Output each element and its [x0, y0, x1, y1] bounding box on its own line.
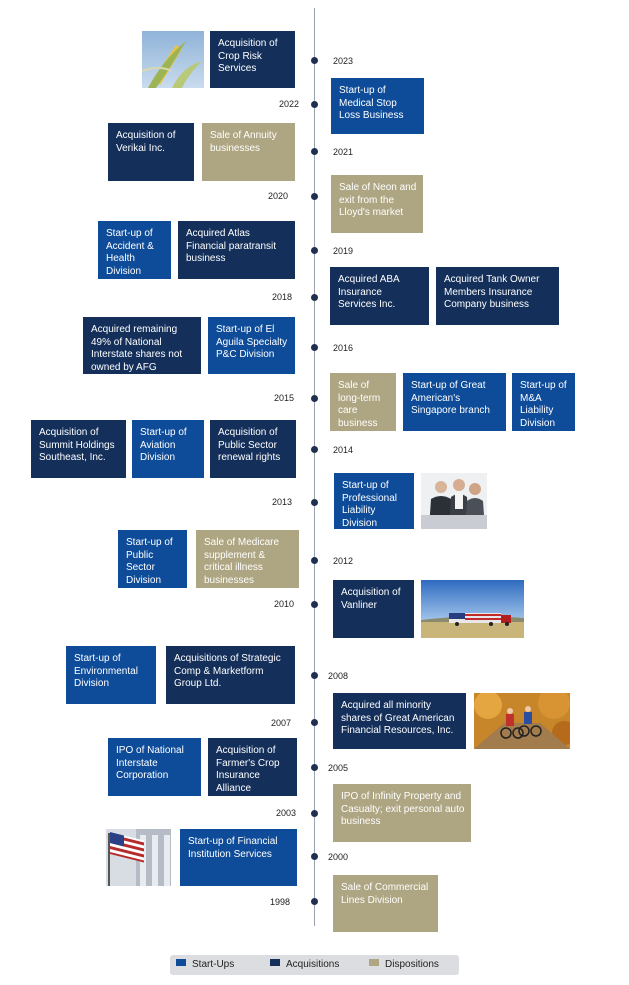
legend-item-dispositions: Dispositions — [369, 959, 439, 971]
corn-photo — [142, 31, 204, 88]
event-box-acq-6: Acquired Atlas Financial paratransit bus… — [178, 221, 295, 279]
timeline-dot-2000 — [311, 853, 318, 860]
business-meeting-photo — [421, 473, 487, 529]
legend-item-start-ups: Start-Ups — [176, 959, 234, 971]
event-box-acq-0: Acquisition of Crop Risk Services — [210, 31, 295, 88]
year-label-1998: 1998 — [270, 897, 291, 907]
year-label-2022: 2022 — [279, 99, 300, 109]
timeline-dot-2019 — [311, 247, 318, 254]
event-box-start-15: Start-up of Aviation Division — [132, 420, 204, 478]
event-box-disp-11: Sale of long-term care business — [330, 373, 396, 431]
event-box-start-1: Start-up of Medical Stop Loss Business — [331, 78, 424, 134]
event-box-disp-19: Sale of Medicare supplement & critical i… — [196, 530, 299, 588]
year-label-2005: 2005 — [328, 763, 349, 773]
timeline-dot-2003 — [311, 810, 318, 817]
event-box-acq-14: Acquisition of Summit Holdings Southeast… — [31, 420, 126, 478]
cyclists-photo — [474, 693, 570, 749]
timeline-dot-2008 — [311, 672, 318, 679]
event-box-acq-25: Acquisition of Farmer's Crop Insurance A… — [208, 738, 297, 796]
timeline-axis — [314, 8, 315, 926]
year-label-2015: 2015 — [274, 393, 295, 403]
timeline-dot-2023 — [311, 57, 318, 64]
year-label-2021: 2021 — [333, 147, 354, 157]
legend-swatch-start-ups — [176, 959, 186, 966]
event-box-disp-26: IPO of Infinity Property and Casualty; e… — [333, 784, 471, 842]
event-box-disp-3: Sale of Annuity businesses — [202, 123, 295, 181]
event-box-start-27: Start-up of Financial Institution Servic… — [180, 829, 297, 886]
timeline-dot-2005 — [311, 764, 318, 771]
year-label-2020: 2020 — [268, 191, 289, 201]
timeline-dot-2015 — [311, 395, 318, 402]
timeline-dot-2021 — [311, 148, 318, 155]
legend-swatch-dispositions — [369, 959, 379, 966]
event-box-start-17: Start-up of Professional Liability Divis… — [334, 473, 414, 529]
year-label-2007: 2007 — [271, 718, 292, 728]
year-label-2010: 2010 — [274, 599, 295, 609]
legend-item-acquisitions: Acquisitions — [270, 959, 339, 971]
event-box-start-24: IPO of National Interstate Corporation — [108, 738, 201, 796]
event-box-disp-28: Sale of Commercial Lines Division — [333, 875, 438, 932]
event-box-acq-23: Acquired all minority shares of Great Am… — [333, 693, 466, 749]
event-box-start-5: Start-up of Accident & Health Division — [98, 221, 171, 279]
event-box-acq-8: Acquired Tank Owner Members Insurance Co… — [436, 267, 559, 325]
timeline-dot-2018 — [311, 294, 318, 301]
event-box-acq-22: Acquisitions of Strategic Comp & Marketf… — [166, 646, 295, 704]
timeline-dot-2014 — [311, 446, 318, 453]
year-label-2016: 2016 — [333, 343, 354, 353]
year-label-2019: 2019 — [333, 246, 354, 256]
event-box-acq-9: Acquired remaining 49% of National Inter… — [83, 317, 201, 374]
event-box-start-21: Start-up of Environmental Division — [66, 646, 156, 704]
event-box-start-18: Start-up of Public Sector Division — [118, 530, 187, 588]
year-label-2018: 2018 — [272, 292, 293, 302]
timeline-dot-1998 — [311, 898, 318, 905]
year-label-2008: 2008 — [328, 671, 349, 681]
event-box-start-13: Start-up of M&A Liability Division — [512, 373, 575, 431]
year-label-2023: 2023 — [333, 56, 354, 66]
timeline-dot-2020 — [311, 193, 318, 200]
event-box-acq-16: Acquisition of Public Sector renewal rig… — [210, 420, 296, 478]
timeline-dot-2013 — [311, 499, 318, 506]
event-box-acq-7: Acquired ABA Insurance Services Inc. — [330, 267, 429, 325]
truck-photo — [421, 580, 524, 638]
year-label-2012: 2012 — [333, 556, 354, 566]
timeline-dot-2010 — [311, 601, 318, 608]
year-label-2014: 2014 — [333, 445, 354, 455]
event-box-acq-2: Acquisition of Verikai Inc. — [108, 123, 194, 181]
event-box-start-12: Start-up of Great American's Singapore b… — [403, 373, 506, 431]
timeline-dot-2012 — [311, 557, 318, 564]
year-label-2013: 2013 — [272, 497, 293, 507]
event-box-start-10: Start-up of El Aguila Specialty P&C Divi… — [208, 317, 295, 374]
event-box-acq-20: Acquisition of Vanliner — [333, 580, 414, 638]
timeline-dot-2007 — [311, 719, 318, 726]
year-label-2000: 2000 — [328, 852, 349, 862]
legend: Start-Ups Acquisitions Dispositions — [170, 955, 459, 975]
event-box-disp-4: Sale of Neon and exit from the Lloyd's m… — [331, 175, 423, 233]
timeline-dot-2016 — [311, 344, 318, 351]
legend-swatch-acquisitions — [270, 959, 280, 966]
timeline-dot-2022 — [311, 101, 318, 108]
flag-building-photo — [106, 829, 171, 886]
year-label-2003: 2003 — [276, 808, 297, 818]
